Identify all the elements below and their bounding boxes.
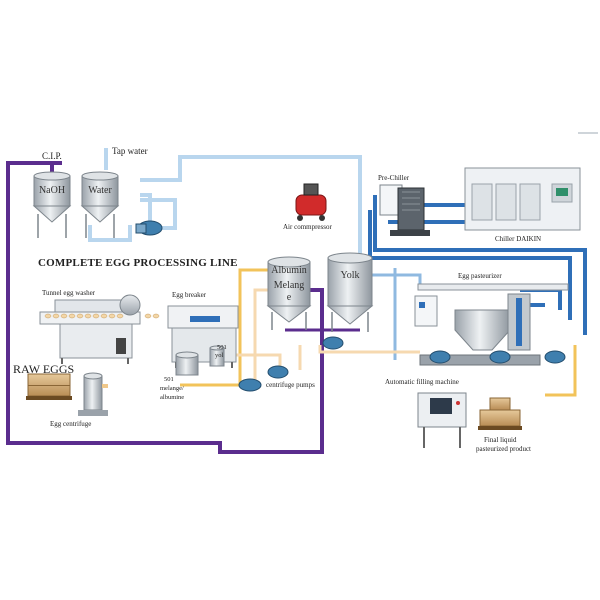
egg-breaker-label: Egg breaker (172, 291, 207, 299)
egg-centrifuge-label: Egg centrifuge (50, 420, 92, 428)
centrifuge-pump-icon (238, 365, 289, 392)
tank-501-melange-label-3: albumine (160, 394, 185, 401)
egg-conveyor (44, 313, 160, 319)
yolk-label: Yolk (340, 270, 360, 281)
naoh-tank (32, 171, 72, 238)
tap-water-label: Tap water (112, 146, 148, 156)
cip-pipe (6, 161, 324, 454)
air-compressor-icon (295, 183, 327, 221)
tank-501-melange-label-2: melange/ (160, 385, 184, 392)
egg-breaker (167, 305, 239, 368)
control-panel-icon (417, 392, 467, 448)
page-title: COMPLETE EGG PROCESSING LINE (38, 257, 238, 269)
egg-pasteurizer-label: Egg pasteurizer (458, 272, 502, 280)
final-product-crates (478, 397, 522, 430)
raw-eggs-label: RAW EGGS (13, 362, 75, 376)
egg-centrifuge (78, 372, 108, 416)
melange-pipe (225, 288, 420, 380)
water-pipe (88, 148, 362, 255)
chiller-label: Chiller DAIKIN (495, 235, 542, 243)
chilled-water-pipe-light (363, 255, 422, 360)
air-compressor-label: Air commpressor (283, 223, 332, 231)
tank-501-melange (175, 351, 199, 376)
tank-501-yolk-label-2: yol (215, 352, 224, 359)
filling-machine-label: Automatic filling machine (385, 378, 459, 386)
water-label: Water (88, 185, 112, 196)
tank-501-melange-label-1: 501 (164, 376, 174, 383)
cip-pump-icon (135, 220, 163, 236)
albumin-label: Albumin (271, 265, 307, 276)
chiller-icon (464, 167, 581, 231)
yolk-tank (326, 252, 374, 332)
pre-chiller-label: Pre-Chiller (378, 174, 410, 182)
final-product-label-2: pasteurized product (476, 445, 532, 453)
melange-label-2: e (286, 292, 292, 303)
egg-pasteurizer (414, 283, 569, 366)
final-product-label-1: Final liquid (484, 436, 517, 444)
tunnel-egg-washer (39, 294, 141, 364)
product-pipe (180, 268, 577, 397)
tank-501-yolk (209, 345, 225, 367)
albumin-melange-tank (266, 256, 312, 330)
centrifuge-pumps-label: centrifuge pumps (266, 381, 315, 389)
tank-501-yolk-label-1: 501 (217, 344, 227, 351)
cip-label: C.I.P. (42, 151, 62, 161)
tunnel-washer-label: Tunnel egg washer (42, 289, 96, 297)
tank-pump-icon (322, 336, 344, 350)
naoh-label: NaOH (38, 185, 66, 196)
melange-label-1: Melang (273, 280, 305, 291)
raw-eggs-crates (26, 373, 72, 400)
pre-chiller (379, 184, 430, 236)
water-tank (80, 171, 120, 238)
